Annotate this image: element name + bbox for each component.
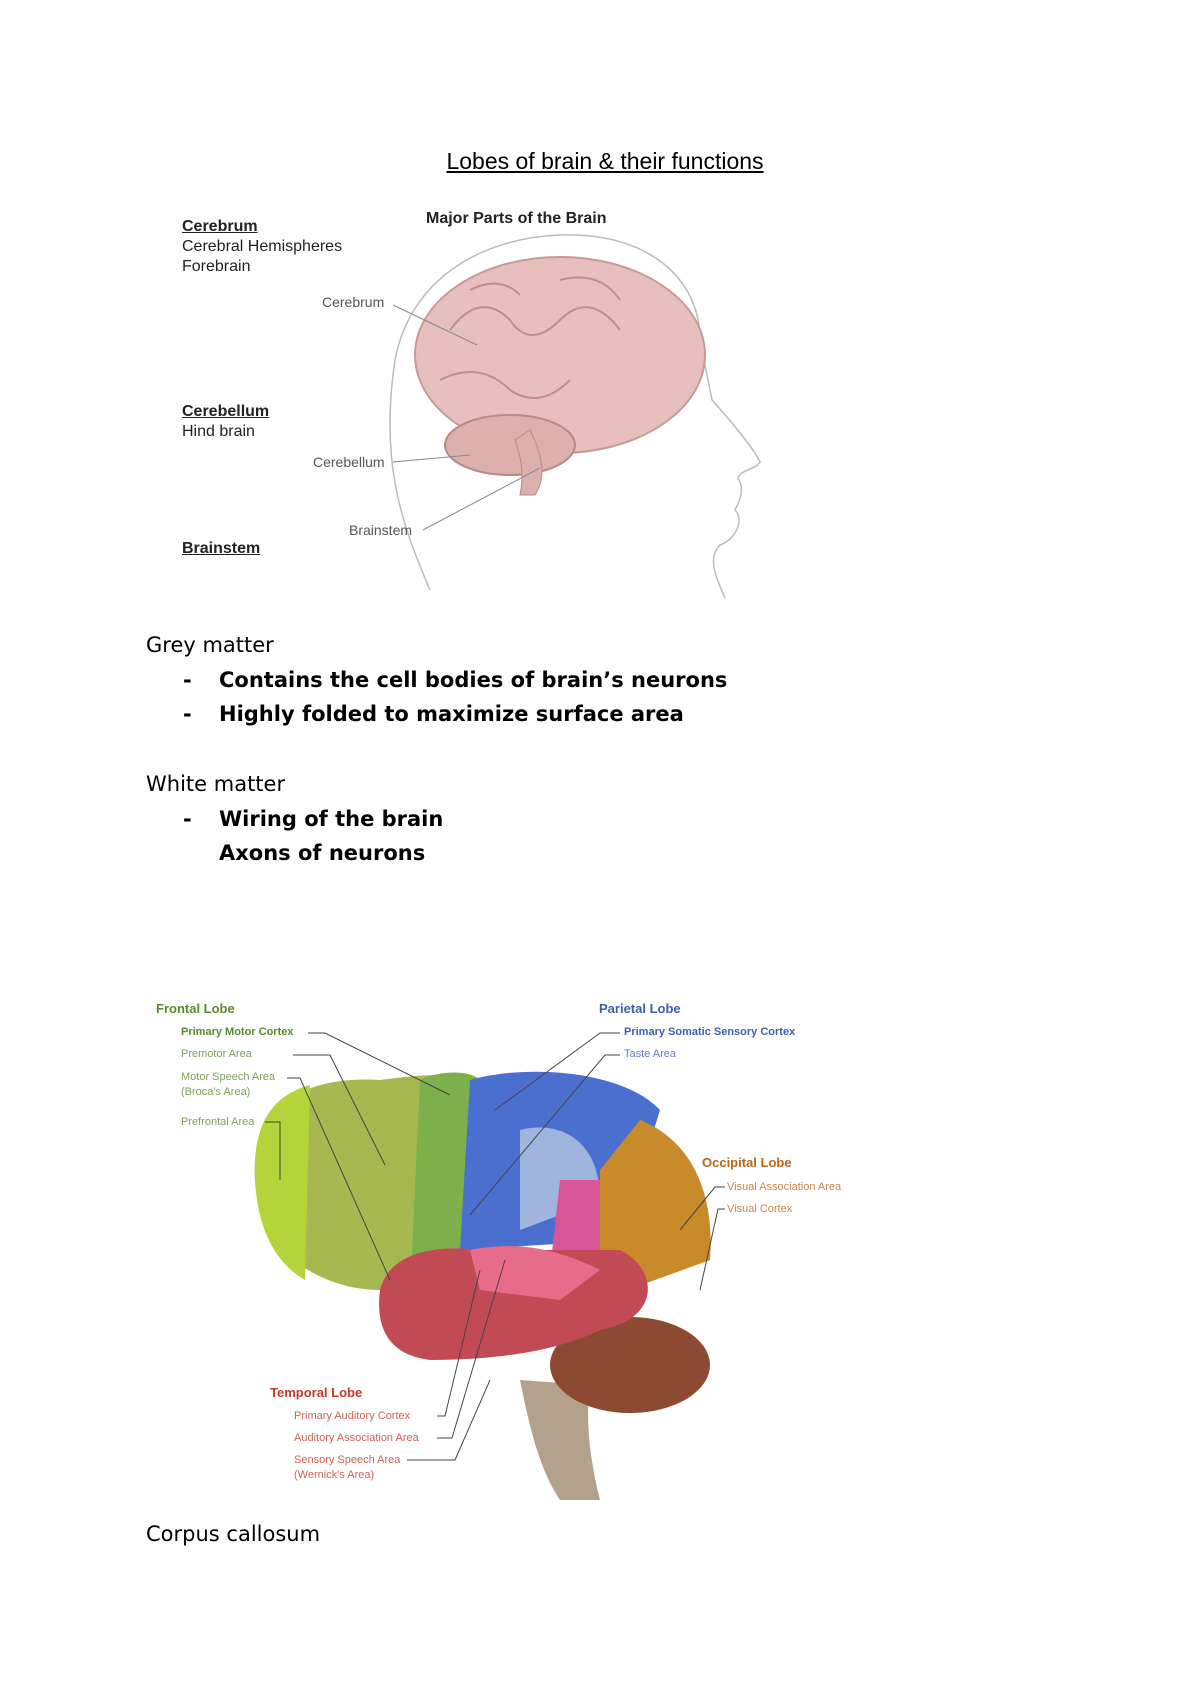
parietal-item: Primary Somatic Sensory Cortex bbox=[624, 1026, 796, 1038]
parietal-item: Taste Area bbox=[624, 1048, 676, 1060]
head-brain-illustration bbox=[389, 234, 761, 599]
figure-heading: Major Parts of the Brain bbox=[426, 210, 607, 227]
grey-matter-bullet: -Highly folded to maximize surface area bbox=[183, 702, 684, 726]
legend-cerebrum-line: Cerebral Hemispheres bbox=[182, 238, 343, 255]
parietal-lobe-title: Parietal Lobe bbox=[599, 1001, 681, 1016]
frontal-item: (Broca's Area) bbox=[181, 1086, 251, 1098]
lobes-brain-illustration bbox=[254, 1032, 725, 1500]
white-matter-heading: White matter bbox=[146, 772, 286, 796]
legend-cerebellum-title: Cerebellum bbox=[182, 403, 270, 420]
temporal-item: Sensory Speech Area bbox=[294, 1454, 401, 1466]
occipital-item: Visual Cortex bbox=[727, 1203, 793, 1215]
temporal-lobe-title: Temporal Lobe bbox=[270, 1385, 363, 1400]
callout-cerebrum: Cerebrum bbox=[322, 294, 385, 310]
frontal-item: Premotor Area bbox=[181, 1048, 252, 1060]
temporal-item: (Wernick's Area) bbox=[294, 1469, 375, 1481]
corpus-callosum-heading: Corpus callosum bbox=[146, 1522, 321, 1546]
temporal-item: Primary Auditory Cortex bbox=[294, 1410, 411, 1422]
grey-matter-bullet: -Contains the cell bodies of brain’s neu… bbox=[183, 668, 728, 692]
page-title: Lobes of brain & their functions bbox=[446, 148, 764, 174]
occipital-item: Visual Association Area bbox=[727, 1181, 842, 1193]
legend-brainstem-title: Brainstem bbox=[182, 540, 261, 557]
legend-cerebrum-title: Cerebrum bbox=[182, 218, 258, 235]
temporal-item: Auditory Association Area bbox=[294, 1432, 419, 1444]
grey-matter-heading: Grey matter bbox=[146, 633, 274, 657]
frontal-item: Motor Speech Area bbox=[181, 1071, 276, 1083]
callout-cerebellum: Cerebellum bbox=[313, 454, 385, 470]
occipital-lobe-title: Occipital Lobe bbox=[702, 1155, 792, 1170]
white-matter-bullet: -Wiring of the brain bbox=[183, 807, 444, 831]
frontal-lobe-title: Frontal Lobe bbox=[156, 1001, 235, 1016]
legend-cerebrum-line: Forebrain bbox=[182, 258, 251, 275]
frontal-item: Primary Motor Cortex bbox=[181, 1026, 294, 1038]
frontal-item: Prefrontal Area bbox=[181, 1116, 255, 1128]
white-matter-continuation: Axons of neurons bbox=[219, 841, 426, 865]
legend-cerebellum-line: Hind brain bbox=[182, 423, 255, 440]
callout-brainstem: Brainstem bbox=[349, 522, 413, 538]
